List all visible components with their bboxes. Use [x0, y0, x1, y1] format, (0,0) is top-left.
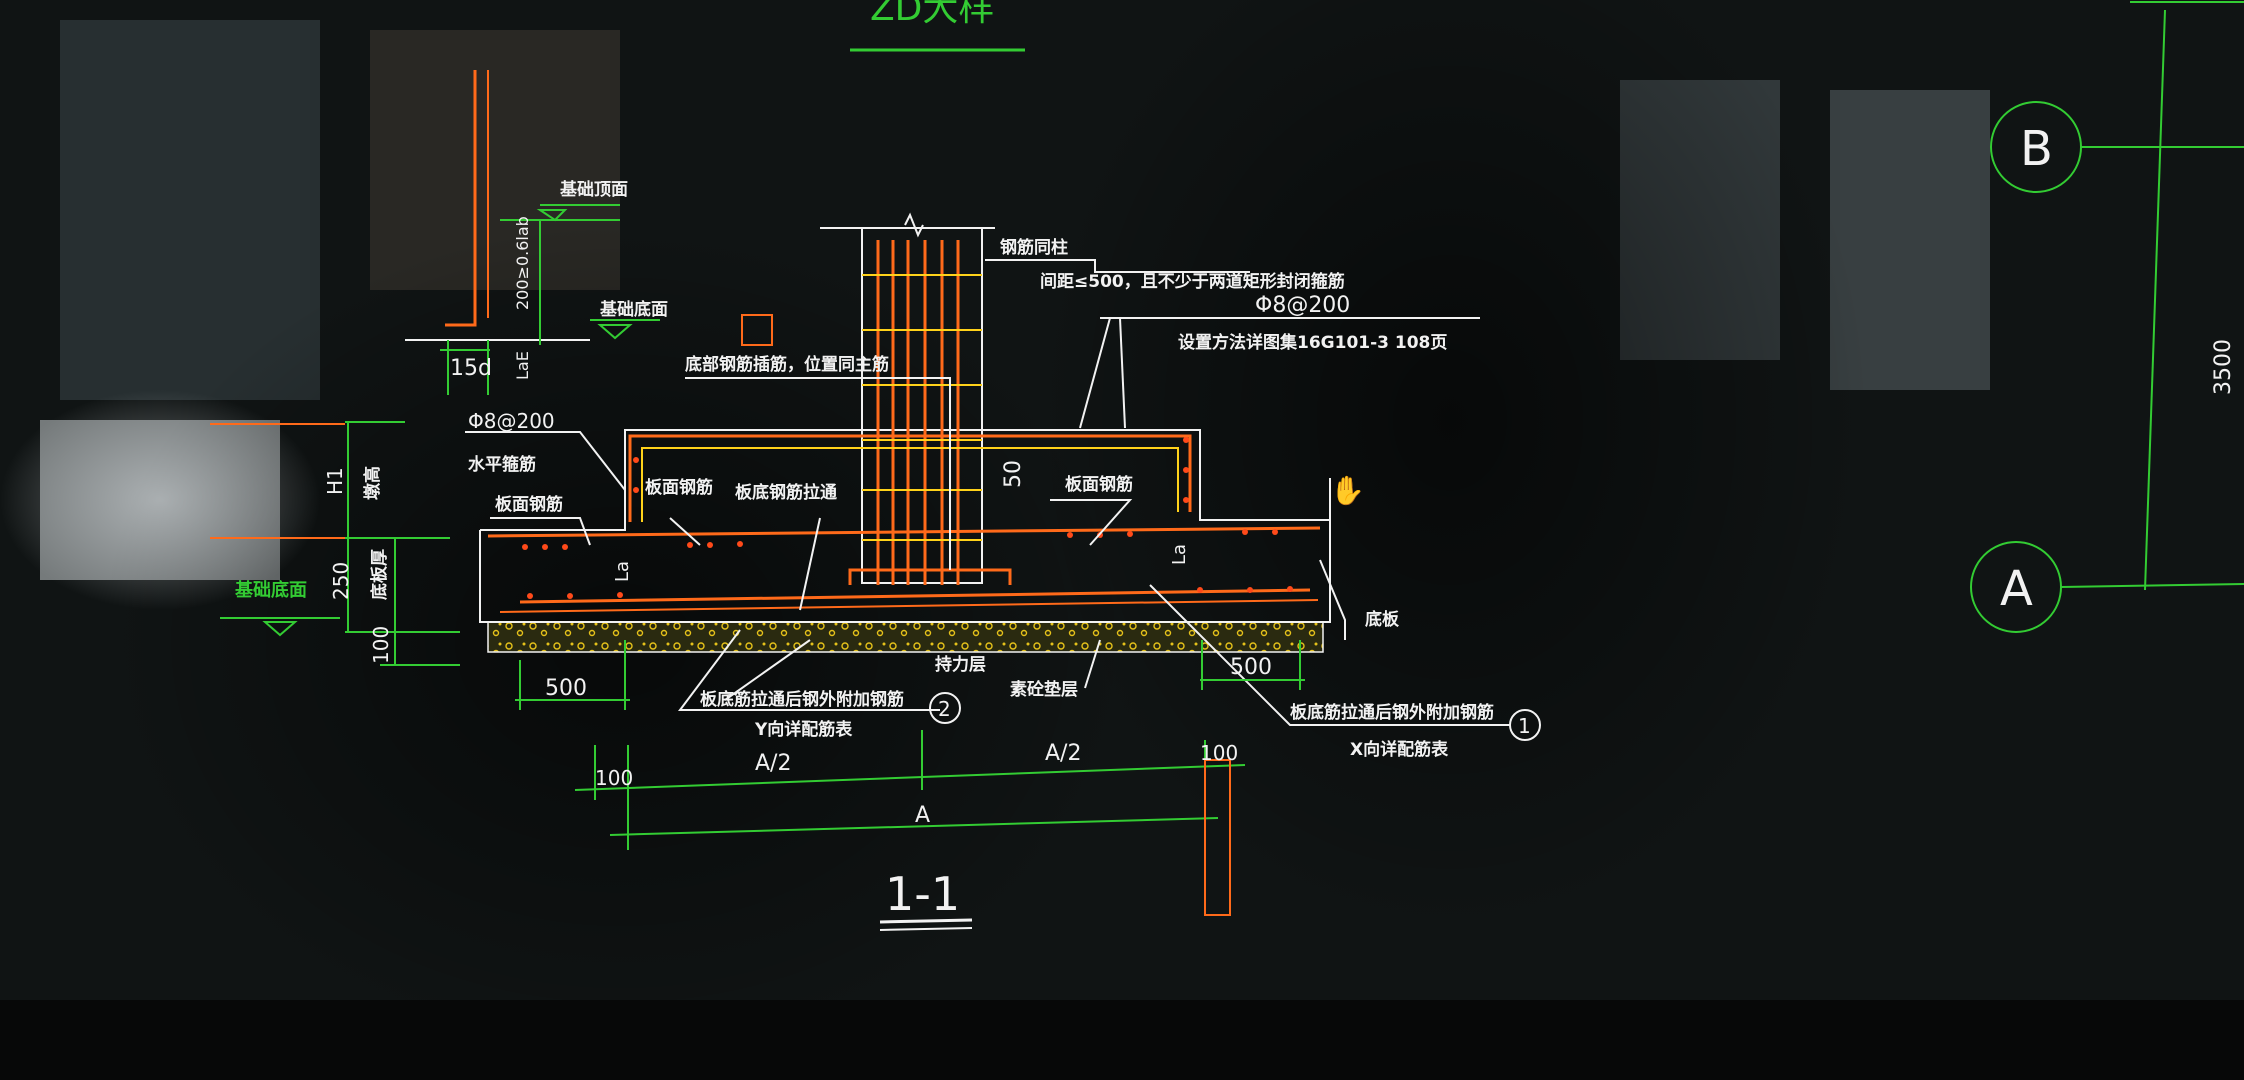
dim-100: 100: [369, 626, 393, 664]
section-title-group: 1-1: [879, 867, 973, 931]
ref-marker-2: [929, 692, 961, 724]
axis-label-b: B: [2020, 121, 2053, 177]
column-stub-detail: 基础顶面 基础底面 200≥0.6lab LaE 15d: [405, 70, 668, 395]
dim-a-half-right: A/2: [1045, 741, 1081, 766]
dim-h1: H1: [323, 467, 347, 495]
label-column-stirrup-note: 底部钢筋插筋，位置同主筋: [685, 354, 889, 375]
dim-500-right: 500: [1230, 655, 1272, 680]
dim-500-left: 500: [545, 676, 587, 701]
label-extra-bar-y: 板底筋拉通后钢外附加钢筋: [700, 689, 904, 710]
dim-50: 50: [1001, 460, 1026, 488]
foundation-section: La La ✋: [479, 212, 1365, 653]
dim-la-left: La: [612, 561, 633, 582]
dim-a: A: [915, 803, 930, 828]
label-extra-bar-y-ref: Y向详配筋表: [754, 719, 853, 740]
dim-labe: LaE: [513, 351, 532, 380]
label-base-bottom: 基础底面: [599, 299, 668, 320]
dim-depth: 200≥0.6lab: [513, 216, 532, 310]
cushion-layer: [487, 621, 1324, 653]
dim-la-right: La: [1169, 544, 1190, 565]
annotation-texts: 钢筋同柱 间距≤500，且不少于两道矩形封闭箍筋 底部钢筋插筋，位置同主筋 Φ8…: [468, 237, 1541, 760]
label-extra-bar-x-ref: X向详配筋表: [1350, 739, 1449, 760]
annotation-group: [465, 259, 1510, 726]
label-top-rebar-mid: 板面钢筋: [645, 477, 713, 498]
dim-a-half-left: A/2: [755, 751, 791, 776]
label-slab-top: 基础顶面: [559, 179, 628, 200]
label-cushion: 素砼垫层: [1010, 679, 1078, 700]
label-stirrup-right-note: 设置方法详图集16G101-3 108页: [1178, 332, 1447, 353]
svg-text:✋: ✋: [1330, 474, 1365, 507]
grid-axis-group: B A 3500: [1970, 1, 2244, 633]
ref-marker-2-label: 2: [938, 697, 951, 721]
top-title: ZD大样: [870, 0, 994, 29]
label-stirrup-right: Φ8@200: [1255, 293, 1350, 318]
label-spacing-note: 间距≤500，且不少于两道矩形封闭箍筋: [1040, 271, 1345, 292]
dim-250: 250: [329, 562, 353, 600]
axis-spacing: 3500: [2211, 339, 2236, 395]
label-bottom-rebar-through: 板底钢筋拉通: [735, 482, 837, 503]
label-top-rebar-right: 板面钢筋: [1065, 474, 1133, 495]
section-title: 1-1: [885, 867, 960, 921]
ref-marker-1-label: 1: [1518, 714, 1531, 738]
label-top-rebar-left: 板面钢筋: [495, 494, 563, 515]
label-bottom-edge: 底板: [1365, 609, 1400, 630]
label-column-rebar: 钢筋同柱: [1000, 237, 1068, 258]
axis-label-a: A: [2000, 561, 2033, 617]
top-title-group: ZD大样: [850, 0, 1025, 52]
label-extra-bar-x: 板底筋拉通后钢外附加钢筋: [1290, 702, 1494, 723]
left-dimension-texts: H1 250 100 墩高 底板厚 基础底面: [234, 466, 393, 664]
label-slab: 底板厚: [369, 549, 390, 600]
ref-marker-1: [1509, 709, 1541, 741]
dim-15d: 15d: [450, 356, 492, 381]
label-foundation-bottom: 基础底面: [234, 579, 307, 601]
dim-100-right: 100: [1200, 741, 1238, 765]
label-bearing-layer: 持力层: [935, 654, 986, 675]
label-horizontal-stirrup: 水平箍筋: [468, 454, 536, 475]
bottom-dimension-texts: 500 500 100 100 A/2 A/2 A: [545, 655, 1272, 828]
label-pier: 墩高: [362, 466, 383, 500]
left-dimension-group: [220, 421, 460, 666]
label-stirrup-left: Φ8@200: [468, 409, 555, 433]
dim-100-left: 100: [595, 766, 633, 790]
